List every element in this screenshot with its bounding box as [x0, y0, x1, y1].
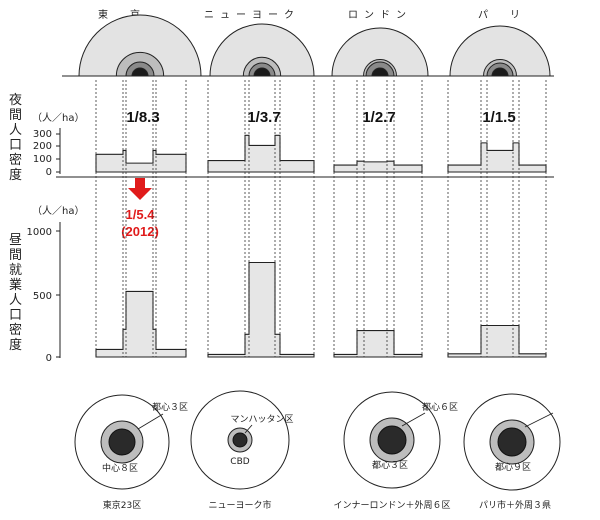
tokyo-2012-year: (2012): [121, 224, 159, 239]
city-title-london: ロンドン: [348, 10, 412, 21]
night-unit: （人／ha）: [32, 112, 84, 124]
map-middle-label-0: 都心３区: [152, 402, 188, 413]
ratio-london: 1/2.7: [362, 109, 395, 126]
night-profile-2: [333, 160, 423, 173]
map-caption-0: 東京23区: [103, 499, 141, 511]
day-tick-500: 500: [33, 291, 52, 302]
map-inner-label-3: 都心９区: [495, 462, 531, 473]
dome-3: [449, 25, 551, 77]
dome-2: [331, 27, 429, 77]
ratio-paris: 1/1.5: [482, 109, 515, 126]
city-title-newyork: ニューヨーク: [204, 9, 300, 21]
day-profile-0: [95, 290, 187, 358]
day-tick-0: 0: [46, 353, 52, 364]
day-profile-3: [447, 324, 547, 358]
night-y-axis: 300 200 100 0: [33, 128, 61, 178]
day-tick-1000: 1000: [27, 227, 52, 238]
map-inner-label-2: 都心３区: [372, 460, 408, 471]
ratio-newyork: 1/3.7: [247, 109, 280, 126]
map-caption-3: パリ市＋外周３県: [479, 499, 551, 511]
ratio-tokyo: 1/8.3: [126, 109, 159, 126]
night-tick-200: 200: [33, 141, 52, 152]
day-profile-1: [207, 261, 315, 358]
night-bars: [95, 134, 547, 173]
map-caption-1: ニューヨーク市: [208, 499, 271, 511]
map-inner-label-0: 中心８区: [102, 462, 138, 474]
tokyo-2012-ratio: 1/5.4: [126, 207, 156, 222]
night-tick-100: 100: [33, 154, 52, 165]
tokyo-2012-arrow: [128, 178, 152, 200]
map-middle-label-1: マンハッタン区: [230, 414, 293, 425]
day-density-label: 昼間就業人口密度: [9, 233, 22, 353]
night-profile-1: [207, 134, 315, 173]
night-density-label: 夜間人口密度: [9, 93, 22, 183]
city-title-paris: パ リ: [478, 9, 526, 21]
night-profile-3: [447, 142, 547, 173]
day-y-axis: 1000 500 0: [27, 222, 61, 364]
guide-lines: [95, 80, 547, 357]
dome-row: [78, 14, 551, 77]
day-unit: （人／ha）: [32, 205, 84, 217]
map-inner-label-1: CBD: [230, 457, 249, 467]
dome-1: [209, 23, 315, 77]
map-caption-2: インナーロンドン＋外周６区: [333, 499, 450, 511]
day-bars: [95, 261, 547, 358]
map-middle-label-2: 都心６区: [422, 402, 458, 413]
night-tick-300: 300: [33, 129, 52, 140]
day-profile-2: [333, 329, 423, 358]
dome-0: [78, 14, 202, 77]
night-tick-0: 0: [46, 167, 52, 178]
night-profile-0: [95, 149, 187, 173]
